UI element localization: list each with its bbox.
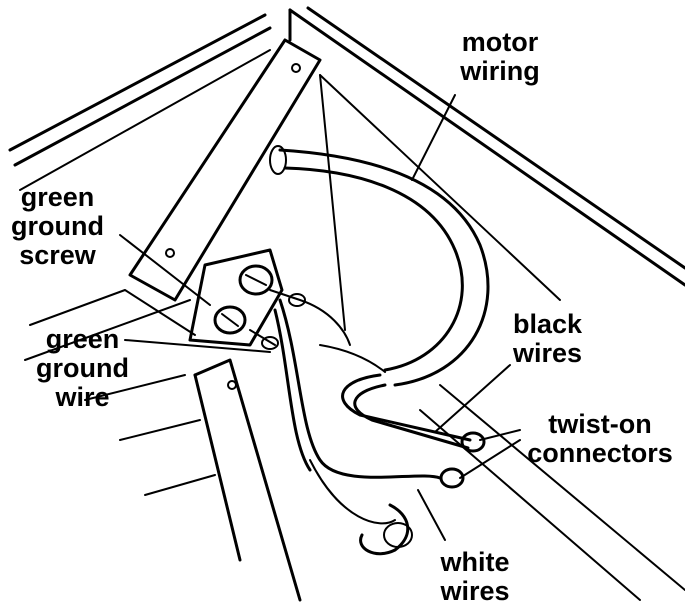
ground-wire: [249, 289, 351, 350]
label-motor-wiring-line1: motor: [461, 27, 539, 57]
label-twist-on-connectors: twist-on connectors: [520, 410, 680, 468]
label-screw-line1: green: [20, 182, 95, 212]
side-panel: [24, 289, 216, 496]
label-motor-wiring: motor wiring: [440, 28, 560, 86]
twist-on-connector-shapes: [439, 431, 486, 489]
label-motor-wiring-line2: wiring: [460, 56, 540, 86]
black-wires: [319, 344, 472, 450]
label-green-ground-screw: green ground screw: [0, 183, 115, 270]
mounting-bracket: [128, 38, 322, 602]
label-white-line2: wires: [440, 576, 510, 606]
white-wires: [273, 298, 442, 556]
terminal-block: [188, 248, 284, 347]
label-screw-line3: screw: [19, 240, 96, 270]
label-green-ground-wire: green ground wire: [30, 325, 135, 412]
cabinet-outline: [8, 6, 685, 601]
label-white-wires: white wires: [425, 548, 525, 606]
label-wire-line1: green: [45, 324, 120, 354]
label-black-line1: black: [512, 309, 583, 339]
label-screw-line2: ground: [11, 211, 104, 241]
leader-lines: [119, 94, 521, 541]
label-white-line1: white: [440, 547, 510, 577]
label-wire-line2: ground: [36, 353, 129, 383]
label-twist-line2: connectors: [527, 438, 673, 468]
label-wire-line3: wire: [55, 382, 110, 412]
motor-wiring-harness: [269, 145, 490, 387]
label-black-line2: wires: [512, 338, 583, 368]
label-black-wires: black wires: [500, 310, 595, 368]
label-twist-line1: twist-on: [548, 409, 652, 439]
